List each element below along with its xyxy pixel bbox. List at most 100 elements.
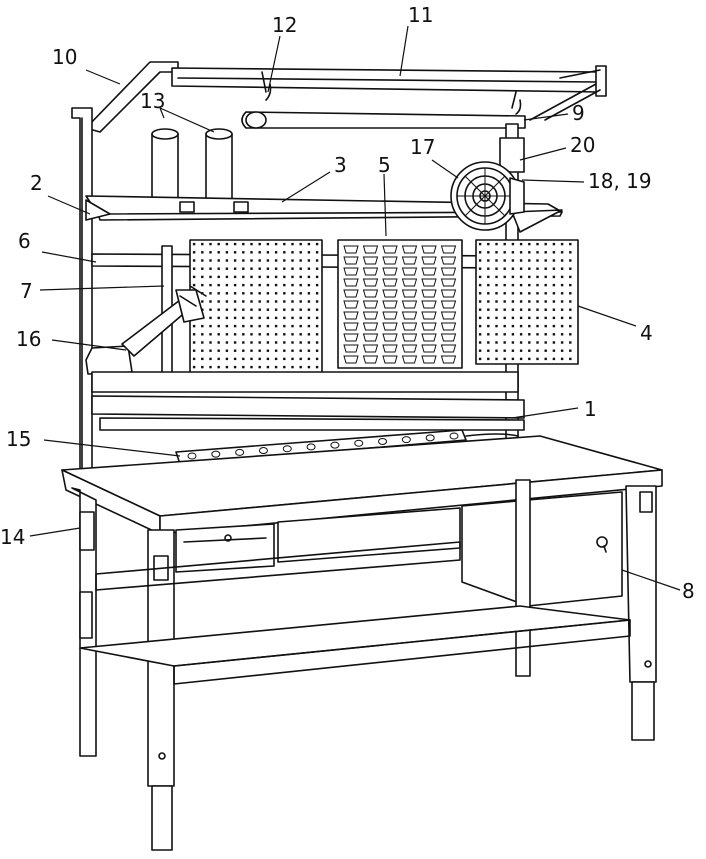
louver-slot [382,289,398,298]
pegboard-hole [528,357,531,361]
pegboard-hole [503,242,506,246]
pegboard-hole [242,292,245,295]
pegboard-hole [209,259,212,262]
louver-slot [401,289,418,298]
pegboard-hole [511,251,515,254]
louver-slot [421,311,437,320]
pegboard-hole [544,341,547,344]
pegboard-hole [569,259,572,262]
pegboard-hole [217,242,220,246]
pegboard-hole [487,275,490,279]
pegboard-hole [217,300,220,303]
pegboard-hole [291,283,294,287]
pegboard-hole [315,316,319,320]
pegboard-hole [291,316,294,320]
pegboard-hole [201,324,204,328]
pegboard-hole [258,292,261,295]
pegboard-hole [544,242,547,246]
pegboard-hole [258,357,261,361]
strip-outlet [378,437,388,445]
louver-slot [343,289,359,298]
pegboard-hole [528,324,531,328]
task-light [241,71,526,129]
pegboard-hole [225,341,229,344]
pegboard-hole [274,365,278,369]
pegboard-hole [511,308,515,311]
pegboard-hole [511,316,515,320]
pegboard-hole [250,259,253,262]
pegboard-hole [569,333,572,336]
pegboard-hole [487,333,490,336]
pegboard-hole [560,324,564,328]
pegboard-hole [528,333,531,336]
pegboard-hole [511,349,515,352]
pegboard-hole [503,357,506,361]
pegboard-hole [315,283,319,287]
pegboard-hole [283,283,286,287]
pegboard-hole [307,283,311,287]
pegboard-hole [315,267,319,270]
pegboard-hole [519,251,523,254]
pegboard-hole [478,267,482,270]
strip-outlet [449,432,459,440]
pegboard-hole [552,349,556,352]
pegboard-hole [495,333,498,336]
pegboard-hole [536,308,539,311]
pegboard-hole [487,300,490,303]
pegboard-hole [192,267,196,270]
pegboard-hole [503,333,506,336]
pegboard-hole [544,324,547,328]
louver-slot [362,311,379,320]
pegboard-hole [274,267,278,270]
pegboard-hole [528,308,531,311]
pegboard-hole [299,324,302,328]
callout-labels: 1 2 3 4 5 6 7 8 9 10 11 12 13 14 15 16 1… [0,3,695,603]
pegboard-hole [536,242,539,246]
callout-13: 13 [140,89,165,113]
pegboard-hole [274,283,278,287]
pegboard-hole [495,259,498,262]
pegboard-hole [478,341,482,344]
pegboard-hole [478,259,482,262]
cabinet [461,491,623,607]
pegboard-hole [233,242,237,246]
pegboard-hole [250,365,253,369]
pegboard-hole [544,283,547,287]
pegboard-hole [283,349,286,352]
pegboard-hole [569,349,572,352]
pegboard-hole [242,242,245,246]
pegboard-hole [307,242,311,246]
storage-bins [151,128,233,201]
pegboard-hole [233,316,237,320]
pegboard-hole [307,357,311,361]
pegboard-hole [503,283,506,287]
pegboard-hole [511,292,515,295]
pegboard-hole [307,308,311,311]
louver-slot [343,322,359,331]
pegboard-hole [266,242,270,246]
pegboard-hole [242,300,245,303]
pegboard-hole [544,267,547,270]
pegboard-hole [258,324,261,328]
overhead-frame [85,61,607,133]
pegboard-hole [307,251,311,254]
pegboard-hole [487,267,490,270]
louver-slot [343,355,359,364]
louver-slot [362,333,379,342]
louver-slot [421,245,437,254]
pegboard-hole [569,283,572,287]
pegboard-hole [519,292,523,295]
pegboard-hole [266,357,270,361]
pegboard-hole [528,316,531,320]
pegboard-hole [511,267,515,270]
pegboard-hole [315,251,319,254]
pegboard-hole [209,357,212,361]
pegboard-hole [519,259,523,262]
louver-slot [382,322,398,331]
pegboard-hole [544,259,547,262]
pegboard-hole [503,292,506,295]
pegboard-hole [299,365,302,369]
pegboard-hole [536,251,539,254]
pegboard-hole [503,251,506,254]
